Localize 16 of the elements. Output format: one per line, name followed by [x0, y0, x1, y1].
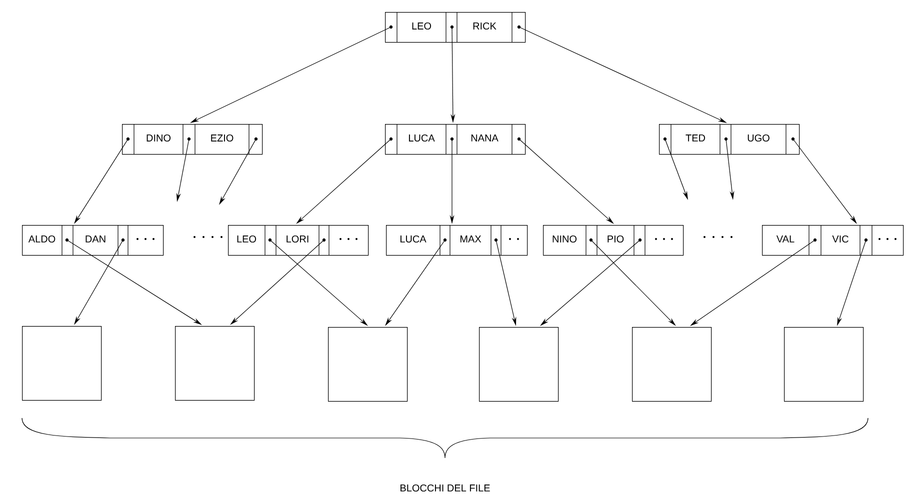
brace-label: BLOCCHI DEL FILE	[400, 484, 490, 492]
file-block	[22, 326, 102, 401]
tree-node: ALDO DAN	[22, 224, 164, 256]
tree-node: LUCA NANA	[385, 124, 526, 155]
tree-node: LEO LORI	[228, 224, 369, 256]
tree-node: DINO EZIO	[122, 124, 263, 155]
tree-node: LEO RICK	[385, 12, 526, 43]
tree-node: LUCA MAX	[386, 224, 528, 256]
file-block	[328, 327, 408, 402]
file-block	[632, 327, 712, 402]
file-block	[175, 326, 255, 401]
tree-node: VAL VIC	[762, 224, 904, 256]
file-block	[479, 327, 559, 402]
tree-node: TED UGO	[659, 124, 800, 155]
file-block	[784, 327, 864, 402]
tree-node: NINO PIO	[543, 224, 684, 256]
